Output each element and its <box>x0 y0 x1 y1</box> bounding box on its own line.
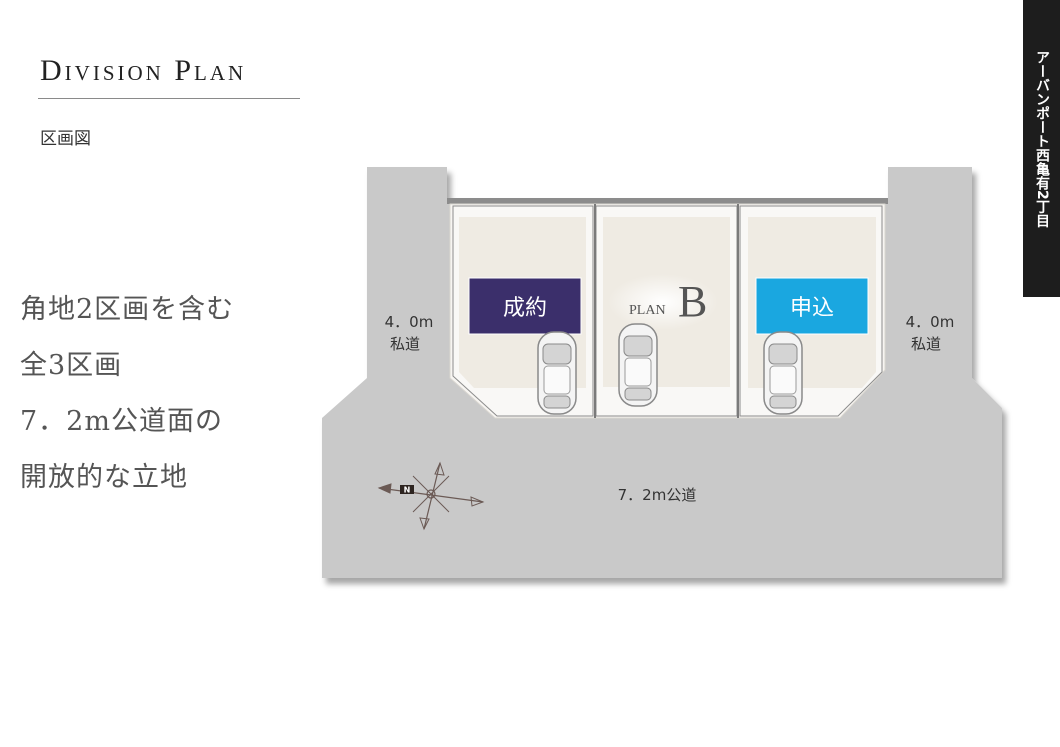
lot-c-status-badge <box>755 277 869 335</box>
plot-top-shadow <box>447 198 888 204</box>
compass-icon: N <box>377 461 485 531</box>
tagline-line: 開放的な立地 <box>20 462 188 493</box>
title-divider <box>38 98 300 99</box>
lot-b-glow <box>608 274 718 330</box>
tagline: 角地2区画を含む 全3区画 7．2m公道面の 開放的な立地 <box>20 282 320 506</box>
page-subtitle: 区画図 <box>40 129 91 149</box>
page-title: Division Plan <box>40 54 247 87</box>
car-icon <box>537 331 577 415</box>
left-road-type: 私道 <box>390 335 420 353</box>
right-road-type: 私道 <box>911 335 941 353</box>
car-icon <box>763 331 803 415</box>
tagline-line: 角地2区画を含む <box>20 294 235 325</box>
lot-a-status-label: 成約 <box>503 296 547 321</box>
lot-b-plan-prefix: PLAN <box>629 303 666 318</box>
property-name-label: アーバンポート西亀有2丁目 <box>1034 50 1050 228</box>
right-road-width: 4．0m <box>906 313 955 331</box>
lot-b-letter: B <box>678 277 707 326</box>
tagline-line: 全3区画 <box>20 350 123 381</box>
tagline-line: 7．2m公道面の <box>20 406 223 437</box>
lot-a-status-badge <box>468 277 582 335</box>
left-road-width: 4．0m <box>385 313 434 331</box>
lot-c-status-label: 申込 <box>790 296 834 321</box>
property-name-tab[interactable]: アーバンポート西亀有2丁目 <box>1023 0 1060 297</box>
compass-north-label: N <box>404 486 411 495</box>
public-road-label: 7．2m公道 <box>618 486 697 504</box>
car-icon <box>618 323 658 407</box>
